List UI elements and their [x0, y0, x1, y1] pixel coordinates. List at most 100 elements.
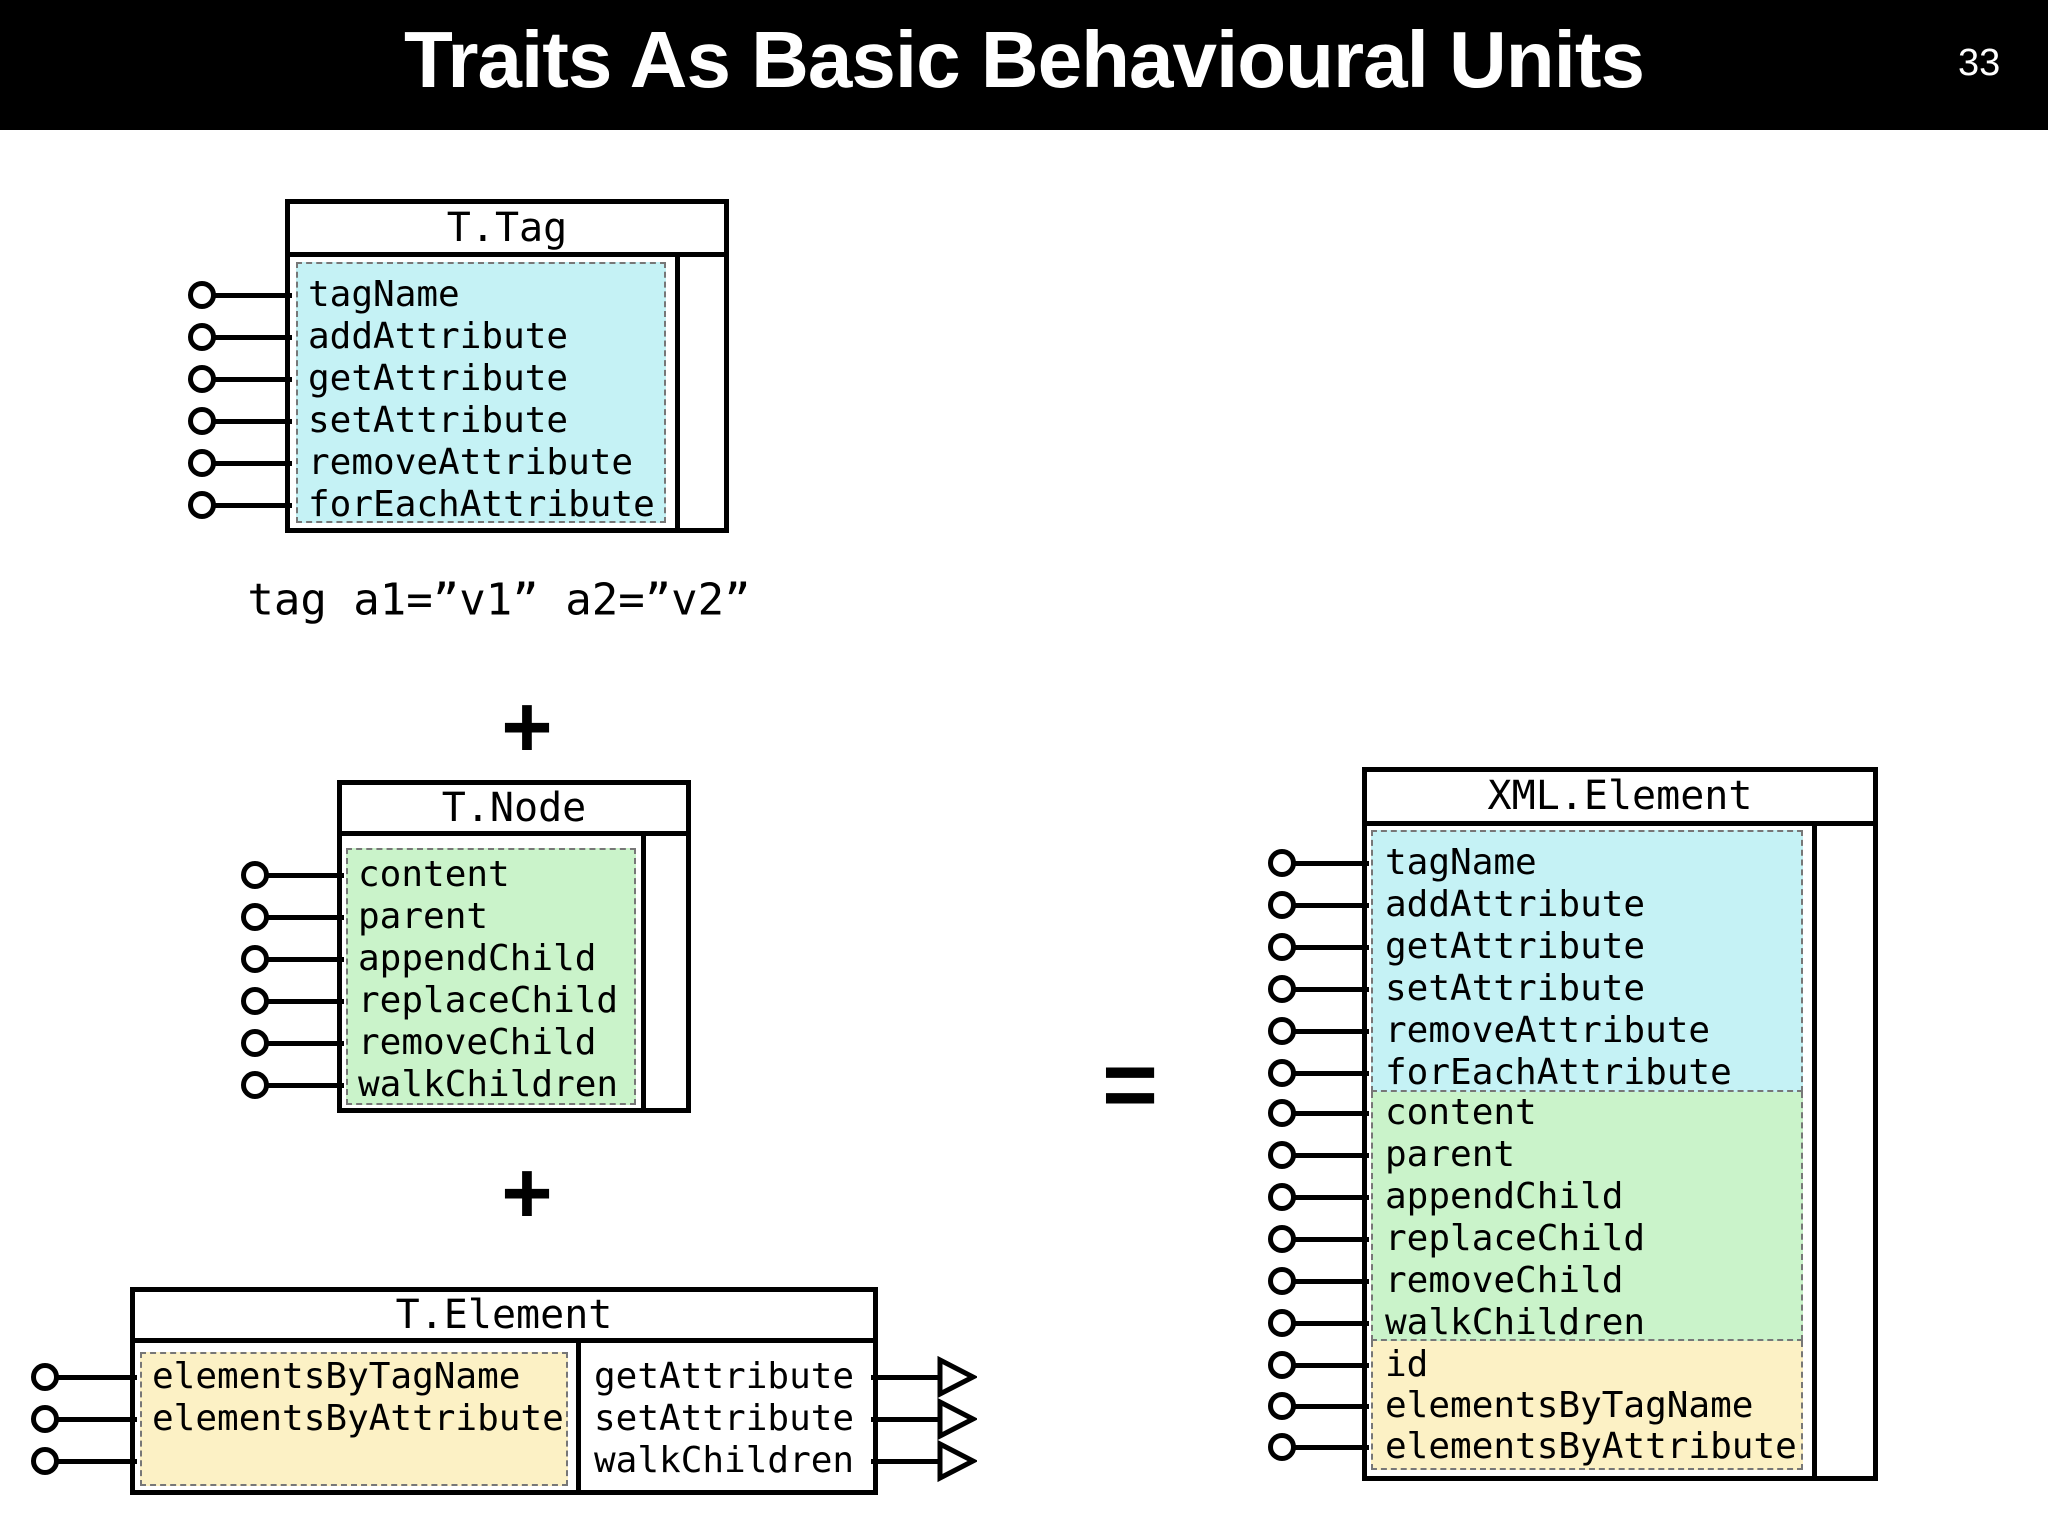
- connector-line: [255, 999, 344, 1004]
- t-element-provided-methods: elementsByTagName elementsByAttribute: [140, 1352, 568, 1486]
- socket-circle-icon: [1268, 1351, 1296, 1379]
- connector-line: [1282, 987, 1369, 992]
- method-item: getAttribute: [594, 1356, 855, 1397]
- t-node-provided-methods: content parent appendChild replaceChild …: [346, 848, 636, 1105]
- open-arrowhead-icon: [937, 1355, 977, 1399]
- xml-element-node-section: content parent appendChild replaceChild …: [1371, 1092, 1803, 1343]
- method-item: elementsByTagName: [1385, 1385, 1754, 1426]
- method-item: getAttribute: [308, 358, 569, 399]
- method-item: elementsByTagName: [152, 1356, 521, 1397]
- connector-line: [45, 1459, 137, 1464]
- socket-circle-icon: [241, 945, 269, 973]
- method-item: replaceChild: [358, 980, 619, 1021]
- socket-circle-icon: [1268, 1017, 1296, 1045]
- connector-line: [202, 419, 292, 424]
- socket-circle-icon: [241, 861, 269, 889]
- connector-line: [255, 1083, 344, 1088]
- method-item: setAttribute: [594, 1398, 855, 1439]
- title-bar: Traits As Basic Behavioural Units 33: [0, 0, 2048, 130]
- connector-line: [1282, 1321, 1369, 1326]
- socket-circle-icon: [31, 1405, 59, 1433]
- socket-circle-icon: [1268, 1059, 1296, 1087]
- socket-circle-icon: [188, 491, 216, 519]
- socket-circle-icon: [188, 449, 216, 477]
- connector-line: [202, 461, 292, 466]
- method-item: forEachAttribute: [308, 484, 655, 525]
- connector-line: [255, 1041, 344, 1046]
- socket-circle-icon: [31, 1363, 59, 1391]
- t-tag-title: T.Tag: [290, 204, 724, 257]
- connector-line: [202, 293, 292, 298]
- socket-circle-icon: [1268, 849, 1296, 877]
- method-item: addAttribute: [308, 316, 569, 357]
- open-arrowhead-icon: [937, 1397, 977, 1441]
- connector-line: [1282, 1195, 1369, 1200]
- socket-circle-icon: [188, 281, 216, 309]
- connector-line: [1282, 1153, 1369, 1158]
- method-item: walkChildren: [358, 1064, 619, 1105]
- method-item: replaceChild: [1385, 1218, 1646, 1259]
- method-item: setAttribute: [1385, 968, 1646, 1009]
- t-element-title: T.Element: [135, 1292, 873, 1343]
- method-item: removeChild: [358, 1022, 597, 1063]
- xml-element-required-column-divider: [1812, 826, 1817, 1476]
- arrow-line: [871, 1459, 939, 1464]
- socket-circle-icon: [1268, 1225, 1296, 1253]
- connector-line: [1282, 1363, 1369, 1368]
- socket-circle-icon: [241, 903, 269, 931]
- socket-circle-icon: [241, 987, 269, 1015]
- socket-circle-icon: [1268, 933, 1296, 961]
- socket-circle-icon: [241, 1071, 269, 1099]
- method-item: elementsByAttribute: [152, 1398, 564, 1439]
- t-node-required-column-divider: [641, 836, 646, 1108]
- socket-circle-icon: [188, 407, 216, 435]
- method-item: removeChild: [1385, 1260, 1624, 1301]
- connector-line: [1282, 1111, 1369, 1116]
- connector-line: [1282, 1404, 1369, 1409]
- connector-line: [1282, 1071, 1369, 1076]
- socket-circle-icon: [1268, 891, 1296, 919]
- method-item: content: [358, 854, 510, 895]
- connector-line: [1282, 1279, 1369, 1284]
- method-item: parent: [1385, 1134, 1516, 1175]
- xml-element-title: XML.Element: [1367, 772, 1873, 826]
- t-node-title: T.Node: [342, 785, 686, 836]
- method-item: removeAttribute: [1385, 1010, 1711, 1051]
- connector-line: [255, 957, 344, 962]
- socket-circle-icon: [1268, 1099, 1296, 1127]
- method-item: id: [1385, 1344, 1429, 1385]
- method-item: appendChild: [358, 938, 597, 979]
- connector-line: [1282, 903, 1369, 908]
- socket-circle-icon: [1268, 1309, 1296, 1337]
- method-item: forEachAttribute: [1385, 1052, 1732, 1093]
- method-item: parent: [358, 896, 489, 937]
- method-item: appendChild: [1385, 1176, 1624, 1217]
- socket-circle-icon: [241, 1029, 269, 1057]
- socket-circle-icon: [1268, 1392, 1296, 1420]
- connector-line: [1282, 1237, 1369, 1242]
- socket-circle-icon: [1268, 1433, 1296, 1461]
- socket-circle-icon: [188, 365, 216, 393]
- xml-element-element-section: id elementsByTagName elementsByAttribute: [1371, 1341, 1803, 1470]
- equals-operator: =: [1101, 1031, 1159, 1138]
- arrow-line: [871, 1375, 939, 1380]
- socket-circle-icon: [1268, 975, 1296, 1003]
- connector-line: [202, 335, 292, 340]
- connector-line: [255, 873, 344, 878]
- connector-line: [202, 377, 292, 382]
- xml-element-tag-section: tagName addAttribute getAttribute setAtt…: [1371, 830, 1803, 1093]
- method-item: removeAttribute: [308, 442, 634, 483]
- method-item: content: [1385, 1092, 1537, 1133]
- slide-title: Traits As Basic Behavioural Units: [403, 15, 1645, 104]
- socket-circle-icon: [1268, 1267, 1296, 1295]
- socket-circle-icon: [31, 1447, 59, 1475]
- method-item: walkChildren: [1385, 1302, 1646, 1343]
- connector-line: [1282, 1445, 1369, 1450]
- method-item: elementsByAttribute: [1385, 1426, 1797, 1467]
- socket-circle-icon: [1268, 1183, 1296, 1211]
- connector-line: [1282, 945, 1369, 950]
- t-element-cell-divider: [576, 1343, 581, 1490]
- method-item: getAttribute: [1385, 926, 1646, 967]
- socket-circle-icon: [188, 323, 216, 351]
